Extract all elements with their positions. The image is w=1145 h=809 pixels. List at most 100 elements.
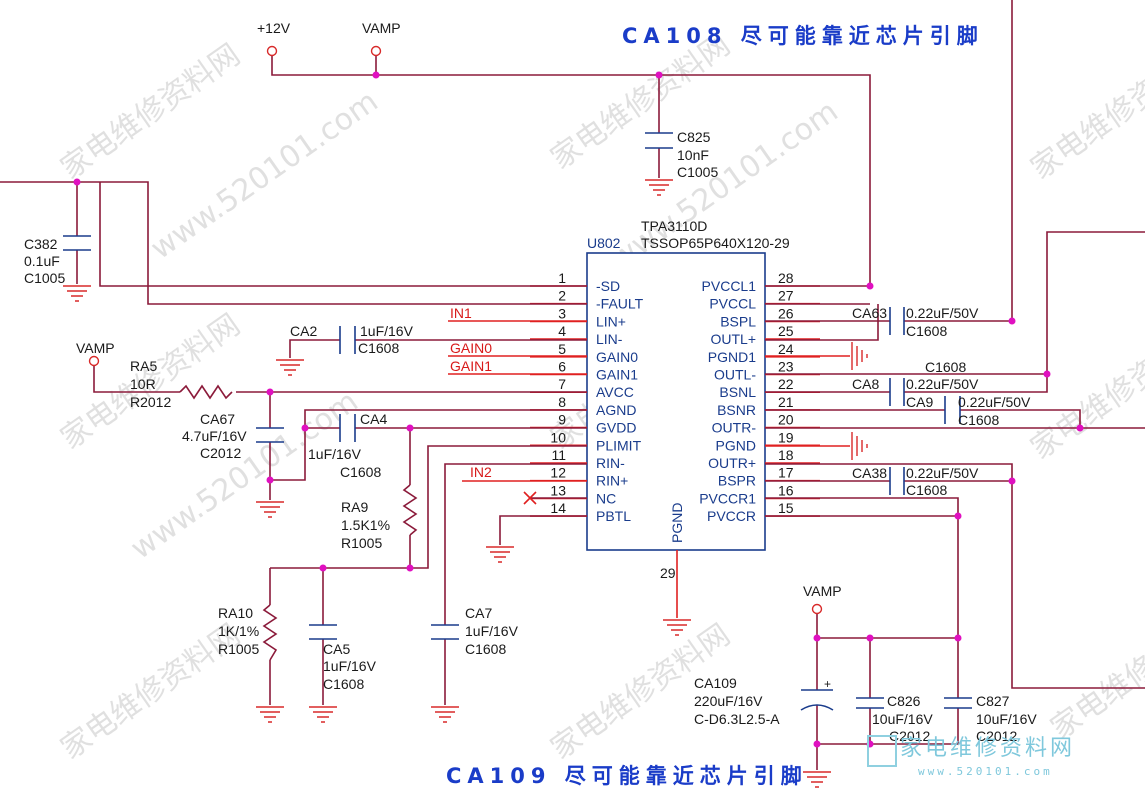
pin-num-left: 7	[558, 376, 566, 392]
cap-ca109	[800, 689, 834, 711]
grounds	[63, 179, 868, 788]
junction-dot	[866, 282, 874, 290]
ca38-value: 0.22uF/50V	[906, 465, 979, 481]
ca109-value: 220uF/16V	[694, 693, 763, 709]
junction-dot	[73, 178, 81, 186]
pin-name-right: PGND1	[708, 349, 756, 365]
cap-ca4	[339, 414, 356, 442]
vamp-bottom-terminal-icon	[811, 603, 823, 615]
pin-name-left: LIN+	[596, 313, 626, 329]
pin-num-left: 5	[558, 341, 566, 357]
ca67-pkg: C2012	[200, 445, 241, 461]
net-labels: IN1 GAIN0 GAIN1 IN2	[450, 305, 492, 480]
ca63-value: 0.22uF/50V	[906, 305, 979, 321]
pin-num-left: 6	[558, 359, 566, 375]
wire-ca8-r	[904, 374, 1048, 393]
ra5-ref: RA5	[130, 358, 157, 374]
pin-name-left: NC	[596, 490, 616, 506]
junction-dot	[813, 634, 821, 642]
c827-pkg: C2012	[976, 728, 1017, 744]
pin-num-left: 11	[551, 447, 566, 463]
net-gain1: GAIN1	[450, 358, 492, 374]
ra5-pkg: R2012	[130, 394, 171, 410]
ca109-pkg: C-D6.3L2.5-A	[694, 711, 780, 727]
pin-name-left: LIN-	[596, 331, 623, 347]
wire-vamp-bottom	[816, 614, 958, 639]
junction-dot	[1076, 424, 1084, 432]
pin-name-left: -SD	[596, 278, 620, 294]
wire-ca63-r	[904, 0, 1013, 322]
junction-dot	[372, 71, 380, 79]
ic-ref: U802	[587, 235, 621, 251]
wire-outl-plus	[765, 304, 879, 341]
gnd-pgnd	[851, 432, 868, 460]
ca63-ref: CA63	[852, 305, 887, 321]
pin-name-left: PLIMIT	[596, 437, 642, 453]
pin-num-left: 14	[550, 500, 566, 516]
gnd-ca67	[256, 501, 284, 518]
label-vamp-top: VAMP	[362, 20, 401, 36]
label-v12: +12V	[257, 20, 291, 36]
nc-cross	[523, 491, 537, 505]
ca8-value: 0.22uF/50V	[906, 376, 979, 392]
pin-name-left: PBTL	[596, 508, 631, 524]
pin-name-left: -FAULT	[596, 296, 644, 312]
cap-ca38	[889, 467, 905, 495]
ca7-ref: CA7	[465, 605, 492, 621]
wire-c826-c827	[817, 638, 959, 745]
watermark-cn-9: 家电维修资料网	[1045, 597, 1145, 746]
gnd-ra10	[256, 706, 284, 723]
net-in1: IN1	[450, 305, 472, 321]
wire-sd	[99, 182, 587, 287]
ca8-ref: CA8	[852, 376, 879, 392]
pin-num-right: 27	[778, 288, 794, 304]
ca9-ref: CA9	[906, 394, 933, 410]
gnd-ca5	[309, 706, 337, 723]
ca5-ref: CA5	[323, 641, 350, 657]
pin-num-left: 10	[550, 429, 566, 445]
junction-dot	[866, 634, 874, 642]
ra10-ref: RA10	[218, 605, 253, 621]
cap-ca2	[339, 326, 356, 354]
cap-c825	[645, 132, 673, 149]
c826-ref: C826	[887, 693, 921, 709]
pin-num-right: 20	[778, 412, 794, 428]
pin-name-right: OUTR+	[708, 455, 756, 471]
pin-name-right: PVCCR1	[699, 490, 756, 506]
ic-body	[586, 252, 766, 551]
ca5-value: 1uF/16V	[323, 658, 377, 674]
junction-dot	[954, 634, 962, 642]
pin-num-right: 19	[778, 429, 794, 445]
c382-pkg: C1005	[24, 270, 65, 286]
resistors	[179, 384, 418, 661]
pin-num-left: 3	[558, 305, 566, 321]
pin-name-left: GVDD	[596, 420, 636, 436]
wire-plimit	[270, 445, 587, 569]
watermark-cn-3: 家电维修资料网	[1025, 37, 1145, 186]
ca67-value: 4.7uF/16V	[182, 428, 247, 444]
c825-value: 10nF	[677, 147, 709, 163]
ca9-value: 0.22uF/50V	[958, 394, 1031, 410]
c382-value: 0.1uF	[24, 253, 60, 269]
ca63-pkg: C1608	[906, 323, 947, 339]
ca38-pkg: C1608	[906, 482, 947, 498]
pin-name-left: AVCC	[596, 384, 634, 400]
pin-num-right: 16	[778, 482, 794, 498]
junction-dot	[301, 424, 309, 432]
c827-ref: C827	[976, 693, 1010, 709]
junction-dot	[1043, 370, 1051, 378]
pin-name-right: OUTL+	[710, 331, 756, 347]
wire-pvcc-top	[271, 56, 871, 286]
pin-num-right: 24	[778, 341, 794, 357]
c825-ref: C825	[677, 129, 711, 145]
pin-num-right: 22	[778, 376, 794, 392]
label-vamp-bottom: VAMP	[803, 583, 842, 599]
pin-name-right: PVCCL	[709, 296, 756, 312]
ca5-pkg: C1608	[323, 676, 364, 692]
pin-name-left: RIN+	[596, 473, 628, 489]
junction-dot	[1008, 317, 1016, 325]
ca7-pkg: C1608	[465, 641, 506, 657]
net-gain0: GAIN0	[450, 340, 492, 356]
pin-num-right: 21	[778, 394, 794, 410]
title-bottom: CA109 尽可能靠近芯片引脚	[446, 764, 808, 788]
